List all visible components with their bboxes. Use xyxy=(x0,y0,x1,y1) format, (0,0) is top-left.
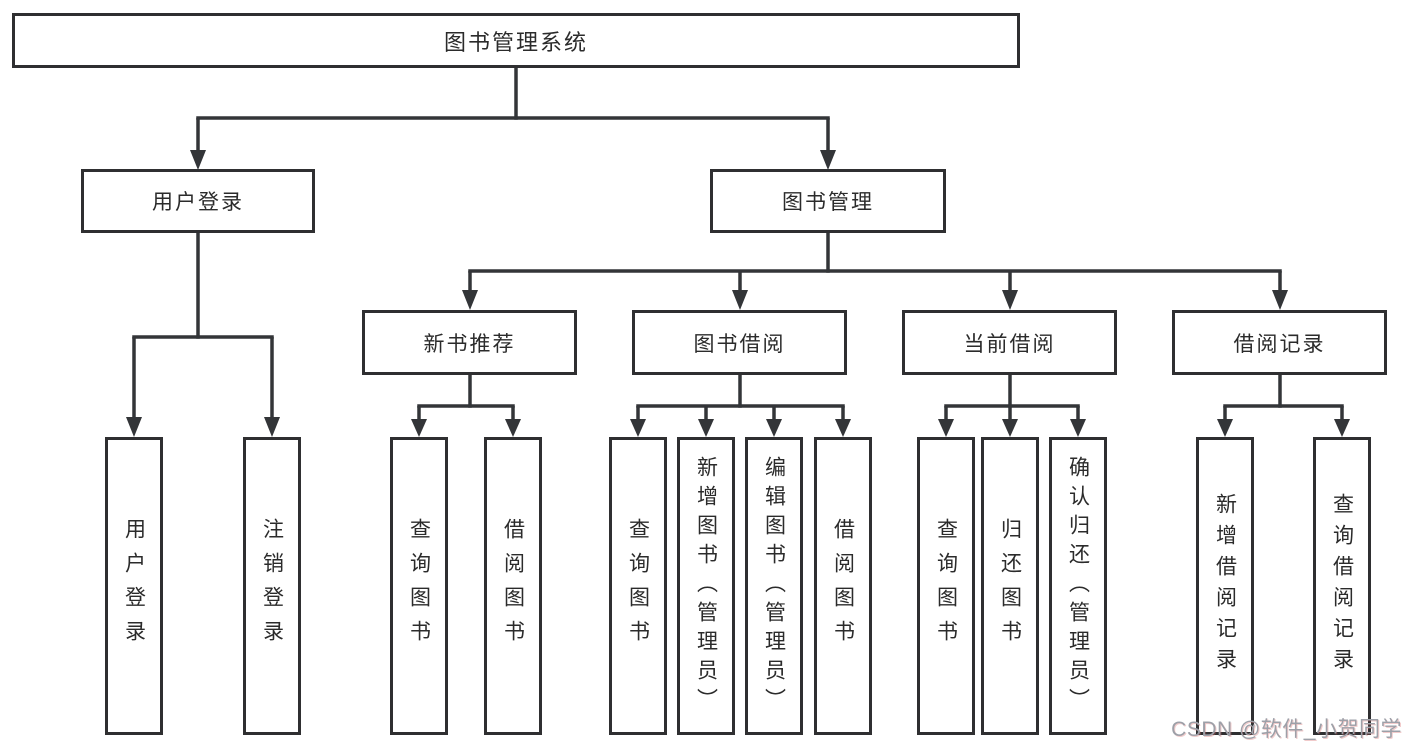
leaf-query-books-borrowing: 查询图书 xyxy=(609,437,667,735)
node-book-management: 图书管理 xyxy=(710,169,946,233)
leaf-borrow-books-borrowing: 借阅图书 xyxy=(814,437,872,735)
leaf-query-books-current: 查询图书 xyxy=(917,437,975,735)
leaf-query-borrow-record: 查询借阅记录 xyxy=(1313,437,1371,735)
node-user-login: 用户登录 xyxy=(81,169,315,233)
leaf-add-book-admin: 新增图书（管理员） xyxy=(677,437,735,735)
node-borrowing-records: 借阅记录 xyxy=(1172,310,1387,375)
watermark: CSDN @软件_小贺同学 xyxy=(1171,718,1402,741)
leaf-confirm-return-admin: 确认归还（管理员） xyxy=(1049,437,1107,735)
node-current-borrowing: 当前借阅 xyxy=(902,310,1117,375)
leaf-add-borrow-record: 新增借阅记录 xyxy=(1196,437,1254,735)
node-root: 图书管理系统 xyxy=(12,13,1020,68)
leaf-query-books-recommend: 查询图书 xyxy=(390,437,448,735)
leaf-return-books: 归还图书 xyxy=(981,437,1039,735)
node-book-borrowing: 图书借阅 xyxy=(632,310,847,375)
leaf-borrow-books-recommend: 借阅图书 xyxy=(484,437,542,735)
leaf-logout: 注销登录 xyxy=(243,437,301,735)
node-new-book-recommend: 新书推荐 xyxy=(362,310,577,375)
leaf-edit-book-admin: 编辑图书（管理员） xyxy=(745,437,803,735)
leaf-user-login: 用户登录 xyxy=(105,437,163,735)
